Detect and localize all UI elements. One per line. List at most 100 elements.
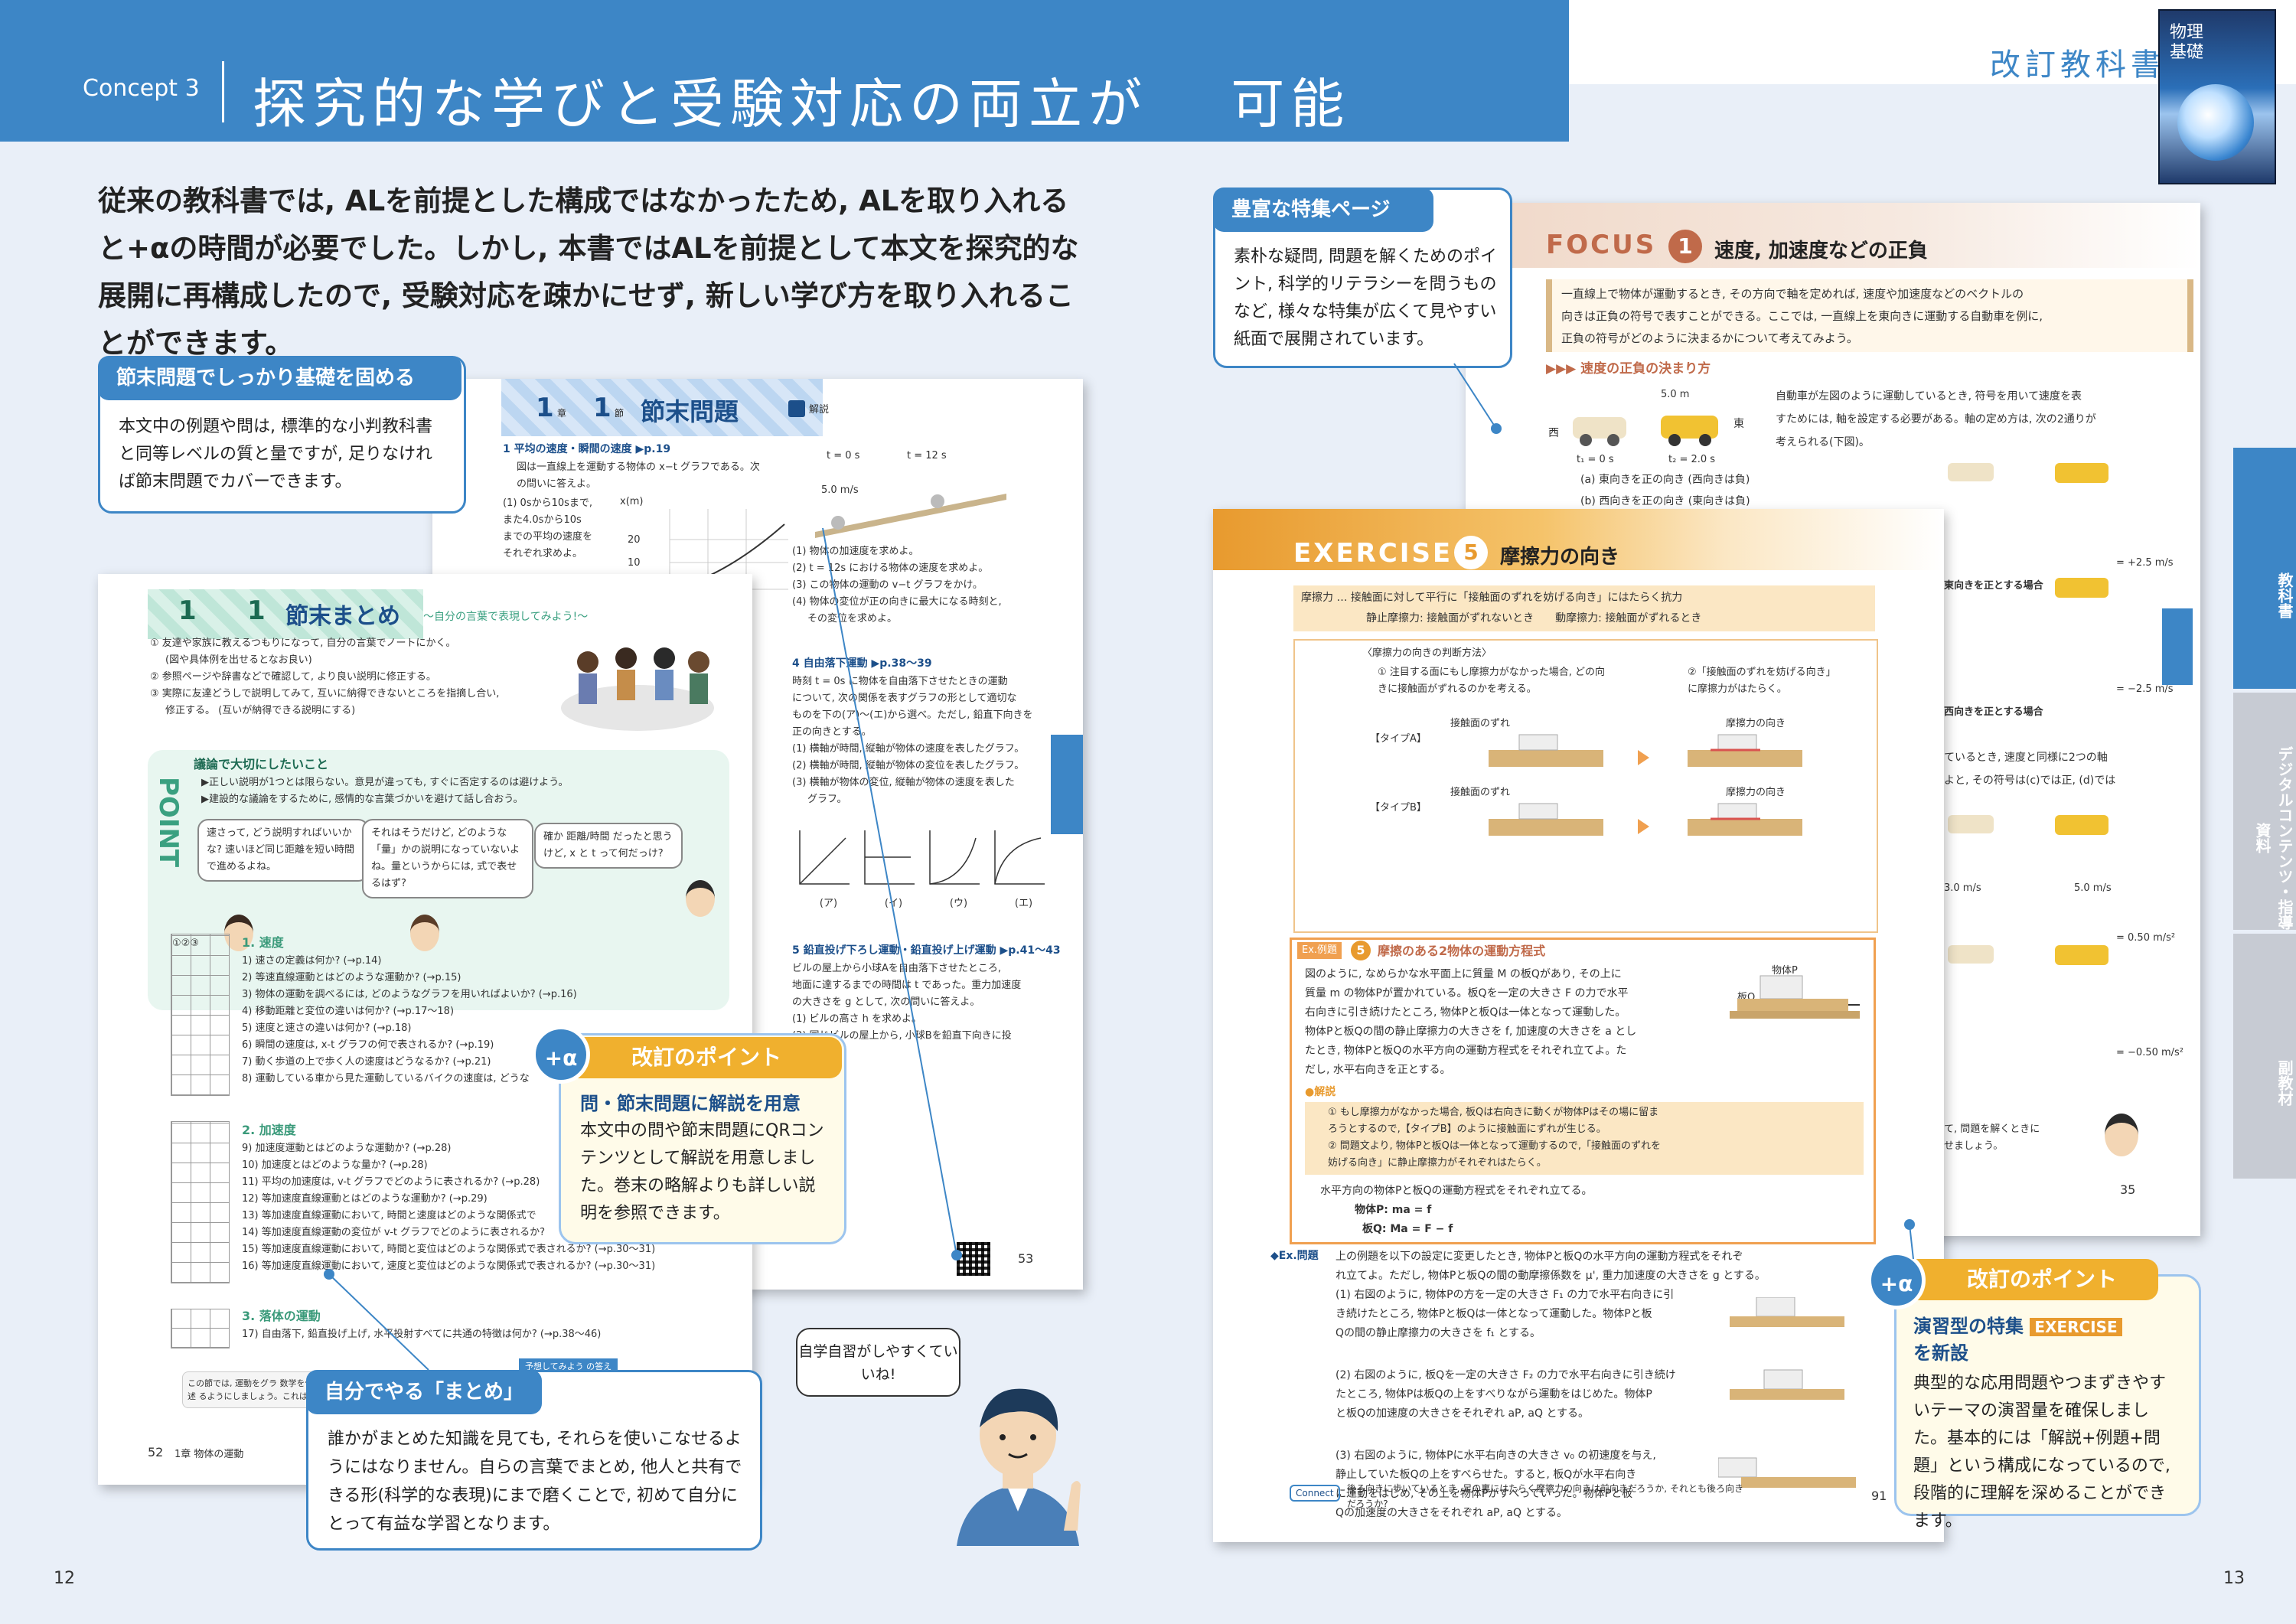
sidebar-tab-digital[interactable]: デジタルコンテンツ・指導資料 [2233,693,2296,930]
focus-sub-body: 自動車が左図のように運動しているとき, 符号を用いて速度を表 すためには, 軸を… [1776,385,2174,454]
q2-item: (4) 物体の変位が正の向きに最大になる時刻と, [792,596,1002,608]
step-line: 修正する。 (互いが納得できる説明にする) [165,705,356,716]
callout-end-problems-body: 本文中の例題や問は, 標準的な小判教科書と同等レベルの質と量ですが, 足りなけれ… [119,417,432,491]
page-title: 探究的な学びと受験対応の両立が 可能 [253,73,1351,135]
question-head: ◆Ex.問題 [1270,1250,1319,1262]
section-label: 節 [615,408,625,419]
summary-item: 5) 速度と速さの違いは何か? (→p.18) [242,1022,412,1034]
q-line: 静止していた板Qの上をすべらせた。すると, 板Qが水平右向き [1336,1469,1637,1481]
concept-label: Concept 3 [83,75,200,102]
callout-revision-left-subtitle: 問・節末問題に解説を用意 [580,1093,801,1114]
q4-line: 時刻 t = 0s に物体を自由落下させたときの運動 [792,676,1008,687]
focus-mid-text: ているとき, 速度と同様に2つの軸 よと, その符号は(c)では正, (d)では [1944,746,2174,792]
speed-5: 5.0 m/s [2074,882,2112,894]
summary-title: 節末まとめ [285,603,400,630]
focus-intro-box [1546,279,2193,352]
summary-item: 2) 等速直線運動とはどのような運動か? (→p.15) [242,972,461,983]
callout-summary-body: 誰かがまとめた知識を見ても, それらを使いこなせるようにはなりません。自らの言葉… [328,1430,742,1534]
sec2-items: 9) 加速度運動とはどのような運動か? (→p.28) 10) 加速度とはどのよ… [242,1140,701,1275]
time-t1: t₁ = 0 s [1577,454,1614,465]
mid-line: ているとき, 速度と同様に2つの軸 [1944,752,2108,764]
page-summary: 1 1 節末まとめ 〜自分の言葉で表現してみよう!〜 ① 友達や家族に教えるつも… [98,574,752,1485]
focus-car-rows [1948,463,2108,965]
summary-item: 9) 加速度運動とはどのような運動か? (→p.28) [242,1143,452,1154]
page-exercise: EXERCISE 5 摩擦力の向き 摩擦力 … 接触面に対して平行に「接触面のず… [1213,509,1944,1542]
summary-item: 8) 運動している車から見た運動しているバイクの速度は, どうな [242,1073,530,1084]
focus-options: (a) 東向きを正の向き (西向きは負) (b) 西向きを正の向き (東向きは負… [1580,469,1750,512]
sidebar-tab-supplementary[interactable]: 副教材 [2233,934,2296,1179]
sec3-title: 3. 落体の運動 [242,1309,321,1323]
example-label: Ex.例題 [1297,942,1342,959]
sec1-items: 1) 速さの定義は何か? (→p.14) 2) 等速直線運動とはどのような運動か… [242,953,670,1088]
chapter-number: 1 [536,393,554,423]
header-band [0,0,1569,142]
callout-revision-left-title: 改訂のポイント [559,1037,842,1078]
summary-subtitle: 〜自分の言葉で表現してみよう!〜 [423,611,589,623]
example-figure [1730,975,1860,1019]
step-line: ② 参照ページや辞書などで確認して, より良い説明に修正する。 [150,671,436,683]
friction-type-figures [1489,734,1802,836]
eq-plus-speed: = +2.5 m/s [2116,557,2174,569]
zure-label-a: 接触面のずれ [1450,718,1511,729]
tail-line: せましょう。 [1944,1140,2004,1152]
summary-steps: ① 友達や家族に教えるつもりになって, 自分の言葉でノートにかく。 (図や具体例… [150,635,548,719]
tail-line: て, 問題を解くときに [1944,1123,2040,1135]
sidebar-tab-textbook[interactable]: 教科書 [2233,448,2296,689]
dialog-bubble-2: それはそうだけど, どのような「量」かの説明になっていないよね。量というからには… [362,819,533,898]
callout-special-pages-body: 素朴な疑問, 問題を解くためのポイント, 科学的リテラシーを問うものなど, 様々… [1234,247,1497,349]
page-number-91: 91 [1871,1489,1887,1503]
eq-minus-accel: = −0.50 m/s² [2116,1047,2184,1058]
summary-header-band [148,589,423,639]
example-box [1290,938,1876,1244]
eq-plus-accel: = 0.50 m/s² [2116,932,2176,944]
eq-minus-speed: = −2.5 m/s [2116,683,2174,695]
option-line: (a) 東向きを正の向き (西向きは負) [1580,474,1750,486]
speed-label: 5.0 m/s [821,484,859,496]
q-line: (1) 右図のように, 物体Pの方を一定の大きさ F₁ の力で水平右向きに引 [1336,1289,1675,1301]
q4-line: ものを下の(ア)〜(エ)から選べ。ただし, 鉛直下向きを [792,709,1033,721]
case-east: 東向きを正とする場合 [1944,580,2043,592]
equation-q: 板Q: Ma = F − f [1362,1223,1453,1235]
check-col: ① [172,938,181,949]
q4-line: (2) 横軸が時間, 縦軸が物体の変位を表したグラフ。 [792,760,1025,771]
q5-line: (1) ビルの高さ h を求めよ。 [792,1013,922,1025]
kaisetsu-label: ●解説 [1305,1086,1336,1098]
q1-item: それぞれ求めよ。 [503,548,583,559]
q-line: (3) 右図のように, 物体Pに水平右向きの大きさ v₀ の初速度を与え, [1336,1450,1656,1462]
focus-label: FOCUS [1546,230,1657,260]
q2-item: (3) この物体の運動の v−t グラフをかけ。 [792,579,983,591]
page-number-35: 35 [2120,1182,2136,1197]
example-title: 摩擦のある2物体の運動方程式 [1378,944,1546,958]
exercise-number: 5 [1454,536,1488,569]
definition-box [1293,585,1875,631]
point-title: 議論で大切にしたいこと [194,757,329,771]
callout-summary-title: 自分でやる「まとめ」 [306,1370,542,1414]
q2-items: (1) 物体の加速度を求めよ。 (2) t = 12s における物体の速度を求め… [792,543,1068,628]
kaisetsu-label: 解説 [809,404,830,416]
q4-graphs [799,830,1045,885]
ex-line: たとき, 物体Pと板Qの水平方向の運動方程式をそれぞれ立てよ。た [1305,1045,1627,1057]
definition-2: 静止摩擦力: 接触面がずれないとき 動摩擦力: 接触面がずれるとき [1366,612,1702,624]
q2-item: (1) 物体の加速度を求めよ。 [792,546,919,557]
qr-code-icon[interactable] [957,1242,990,1276]
step-line: ① 友達や家族に教えるつもりになって, 自分の言葉でノートにかく。 [150,638,456,649]
plus-alpha-icon-left: +α [532,1026,590,1084]
summary-item: 7) 動く歩道の上で歩く人の速度はどうなるか? (→p.21) [242,1056,491,1068]
method-step2: ②「接触面のずれを妨げる向き」に摩擦力がはたらく。 [1688,667,1836,695]
q-line: Qの加速度の大きさをそれぞれ aP, aQ とする。 [1336,1507,1568,1519]
point-item: ▶正しい説明が1つとは限らない。意見が違っても, すぐに否定するのは避けよう。 [201,777,569,788]
spread-page-left: 12 [54,1569,75,1588]
summary-item: 13) 等加速度直線運動において, 時間と速度はどのような関係式で [242,1210,536,1221]
chapter-tab [1051,735,1083,834]
q4-line: について, 次の関係を表すグラフの形として適切な [792,693,1017,704]
end-problems-title: 節末問題 [641,397,739,426]
kaisetsu-1: ① もし摩擦力がなかった場合, 板Qは右向きに動くが物体Pはその場に留まろうとす… [1328,1107,1659,1135]
connect-text: 後ろ向きに歩いているとき, 足の裏にはたらく摩擦力の向きは前向きだろうか, それ… [1347,1483,1743,1509]
summary-item: 11) 平均の加速度は, v-t グラフでどのように表されるか? (→p.28) [242,1176,540,1188]
spread-page-right: 13 [2223,1569,2245,1588]
q4-line: グラフ。 [807,794,847,805]
q-line: たところ, 物体Pは板Qの上をすべりながら運動をはじめた。物体P [1336,1388,1652,1401]
method-title: 〈摩擦力の向きの判断方法〉 [1362,647,1492,659]
subtitle-b: を新設 [1913,1342,1968,1364]
check-col: ② [181,938,191,949]
